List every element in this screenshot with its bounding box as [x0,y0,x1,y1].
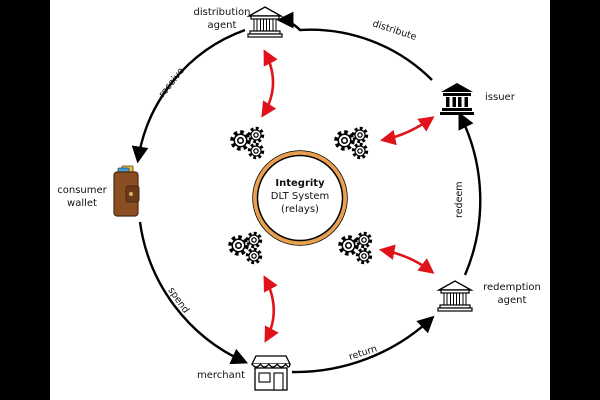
consumer-wallet-label-2: wallet [67,198,97,209]
relay-arrow-redemption-agent [378,244,435,274]
dlt-ring [253,151,347,245]
center-title: Integrity [275,178,325,189]
wallet-icon [113,165,140,217]
flow-arrow-redeem [458,111,482,276]
consumer-wallet-label-1: consumer [57,185,107,196]
merchant-label: merchant [197,370,245,381]
issuer-label: issuer [485,92,516,103]
center-subtitle: DLT System [271,191,329,202]
center-note: (relays) [281,204,319,215]
relay-arrow-distribution-agent [261,49,278,118]
redemption-agent-label-2: agent [498,295,527,306]
flow-arrow-distribute [276,11,433,81]
flow-arrow-return [291,315,435,374]
flow-arrow-receive [131,28,246,164]
flow-arrow-spend [138,221,249,365]
edge-label-redeem: redeem [454,181,465,218]
relay-arrow-issuer [379,116,435,146]
relay-arrow-merchant [263,275,279,343]
redemption-agent-label-1: redemption [483,282,541,293]
distribution-agent-label-2: agent [208,20,237,31]
distribution-agent-label-1: distribution [194,7,251,18]
storefront-icon [250,355,292,391]
dlt-ring-inner-edge [256,154,344,242]
